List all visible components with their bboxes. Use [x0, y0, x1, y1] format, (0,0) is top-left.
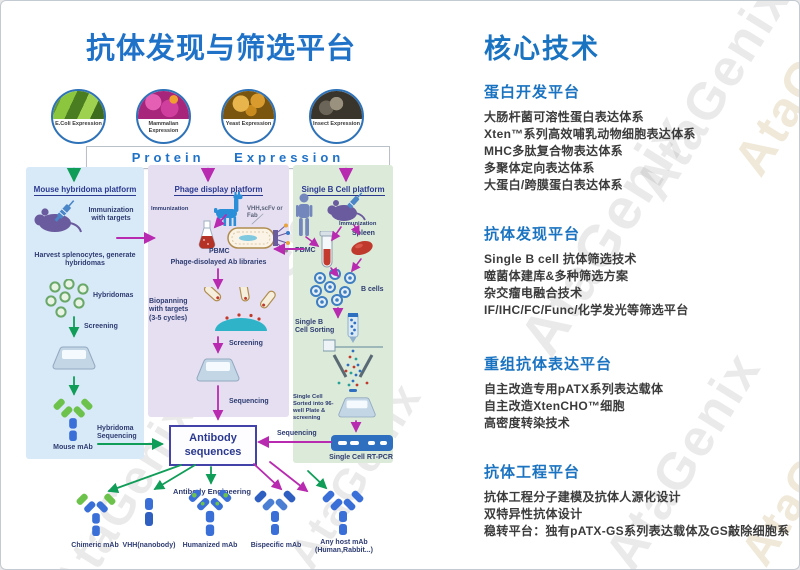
phage-platform-title: Phage display platform	[174, 185, 263, 196]
section-recomb-expression-heading: 重组抗体表达平台	[484, 356, 613, 373]
mouse-icon-2	[327, 192, 366, 221]
list-item: 杂交瘤电融合技术	[484, 286, 583, 300]
section-protein-dev-heading: 蛋白开发平台	[484, 84, 581, 101]
mammalian-expression-label: Mammalian Expression	[148, 121, 179, 134]
sorted-plate-icon	[338, 397, 376, 418]
core-tech-title: 核心技术	[484, 34, 600, 64]
antibody-sequences-box: Antibody sequences	[169, 425, 257, 466]
chimeric-mab-label: Chimeric mAb	[71, 542, 119, 549]
bispecific-mab-icon	[253, 490, 297, 536]
sorted-96well-label: Single Cell Sorted into 96-well Plate & …	[293, 394, 334, 421]
biopanning-icon	[203, 287, 276, 331]
b-cells-label: B cells	[361, 286, 384, 293]
ecoli-expression-label: E.Coli Expression	[55, 121, 102, 128]
cell-sorter-icon	[323, 313, 383, 392]
sorting-label: Single B Cell Sorting	[295, 319, 335, 335]
protein-expression-label: Protein Expression	[131, 150, 345, 165]
pbmc-label-3: PBMC	[295, 247, 316, 254]
phage-libraries-label: Phage-disolayed Ab libraries	[170, 259, 267, 266]
vhh-nanobody-label: VHH(nanobody)	[122, 542, 176, 549]
yeast-expression-icon: Yeast Expression	[221, 89, 276, 144]
list-item: MHC多肽复合物表达体系	[484, 144, 623, 158]
insect-photo	[311, 91, 362, 120]
list-item: 抗体工程分子建模及抗体人源化设计	[484, 490, 681, 504]
humanized-mab-icon	[187, 489, 233, 537]
anyhost-mab-label: Any host mAb (Human,Rabbit...)	[315, 539, 373, 555]
biopanning-label: Biopanning with targets (3-5 cycles)	[149, 298, 189, 322]
sequencing-label-3: Sequencing	[277, 430, 317, 437]
bcell-platform-title: Single B Cell platform	[301, 185, 385, 196]
sequencing-label-2: Sequencing	[229, 398, 269, 405]
immunization-label-3: Immunization	[339, 221, 377, 227]
section-ab-discovery: 抗体发现平台 Single B cell 抗体筛选技术 噬菌体建库&多种筛选方案…	[484, 223, 794, 319]
immunization-label-2: Immunization	[151, 206, 189, 212]
section-ab-engineering: 抗体工程平台 抗体工程分子建模及抗体人源化设计 双特异性抗体设计 稳转平台：独有…	[484, 461, 794, 540]
section-protein-dev: 蛋白开发平台 大肠杆菌可溶性蛋白表达体系 Xten™系列高效哺乳动物细胞表达体系…	[484, 81, 794, 194]
list-item: 双特异性抗体设计	[484, 507, 583, 521]
list-item: 大肠杆菌可溶性蛋白表达体系	[484, 110, 644, 124]
spleen-icon	[351, 240, 373, 256]
b-cells-icon	[310, 269, 356, 308]
harvest-splenocytes-label: Harvest splenocytes, generate hybridomas	[34, 252, 136, 268]
section-ab-discovery-heading: 抗体发现平台	[484, 226, 581, 243]
anyhost-mab-icon	[321, 490, 365, 536]
rtpcr-device-icon	[331, 435, 393, 451]
hybridoma-cells-icon	[45, 279, 89, 318]
section-recomb-expression: 重组抗体表达平台 自主改造专用pATX系列表达载体 自主改造XtenCHO™细胞…	[484, 353, 794, 432]
list-item: 高密度转染技术	[484, 416, 571, 430]
immunization-targets-label: Immunization with targets	[88, 207, 134, 223]
list-item: Xten™系列高效哺乳动物细胞表达体系	[484, 127, 696, 141]
chimeric-mab-icon	[75, 493, 117, 537]
pbmc-tube-icon	[319, 231, 335, 268]
antibody-sequences-label: Antibody sequences	[184, 431, 242, 458]
mammalian-photo	[138, 91, 189, 120]
syringe-icon	[54, 200, 75, 222]
phage-icon	[227, 223, 290, 253]
antibody-engineering-label: Antibody Engineering	[173, 487, 251, 496]
screening-plate-icon-2	[196, 358, 240, 382]
ecoli-photo	[53, 91, 104, 120]
humanized-mab-label: Humanized mAb	[182, 542, 238, 549]
insect-expression-icon: Insect Expression	[309, 89, 364, 144]
list-item: 大蛋白/跨膜蛋白表达体系	[484, 178, 623, 192]
bispecific-mab-label: Bispecific mAb	[250, 542, 302, 549]
vhh-scfv-fab-label: VHH,scFv or Fab	[247, 206, 283, 220]
human-icon	[296, 193, 313, 236]
hybridomas-label: Hybridomas	[93, 292, 134, 299]
list-item: 多聚体定向表达体系	[484, 161, 595, 175]
spleen-label: Spleen	[352, 230, 375, 237]
rtpcr-label: Single Cell RT-PCR	[329, 454, 393, 461]
yeast-expression-label: Yeast Expression	[225, 121, 272, 128]
pbmc-label-2: PBMC	[209, 248, 230, 255]
screening-label-1: Screening	[84, 323, 118, 330]
syringe-icon-2	[347, 192, 363, 209]
mouse-mab-antibody-icon	[52, 398, 94, 442]
list-item: 自主改造专用pATX系列表达载体	[484, 382, 664, 396]
hybridoma-sequencing-label: Hybridoma Sequencing	[97, 425, 137, 441]
list-item: 自主改造XtenCHO™细胞	[484, 399, 625, 413]
insect-expression-label: Insect Expression	[312, 121, 361, 128]
section-ab-engineering-heading: 抗体工程平台	[484, 464, 581, 481]
screening-label-2: Screening	[229, 340, 263, 347]
vhh-nanobody-icon	[145, 498, 153, 526]
mammalian-expression-icon: Mammalian Expression	[136, 89, 191, 144]
mouse-mab-label: Mouse mAb	[53, 444, 93, 451]
list-item: 噬菌体建库&多种筛选方案	[484, 269, 629, 283]
yeast-photo	[223, 91, 274, 120]
list-item: 稳转平台：独有pATX-GS系列表达载体及GS敲除细胞系	[484, 524, 790, 538]
diagram-title: 抗体发现与筛选平台	[85, 33, 356, 65]
screening-plate-icon	[52, 346, 96, 370]
hybridoma-platform-panel	[26, 167, 144, 459]
hybridoma-platform-title: Mouse hybridoma platform	[33, 185, 137, 196]
list-item: Single B cell 抗体筛选技术	[484, 252, 637, 266]
pbmc-flask-icon	[198, 220, 216, 250]
list-item: IF/IHC/FC/Func/化学发光等筛选平台	[484, 303, 689, 317]
ecoli-expression-icon: E.Coli Expression	[51, 89, 106, 144]
mouse-icon	[34, 200, 82, 233]
